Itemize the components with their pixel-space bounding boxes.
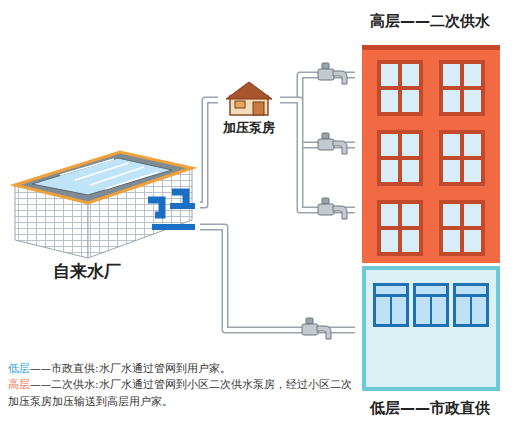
window xyxy=(373,283,409,327)
window xyxy=(377,200,423,256)
water-plant xyxy=(15,152,195,258)
window xyxy=(439,200,485,256)
note-text: ——市政直供:水厂水通过管网到用户家。 xyxy=(30,362,231,374)
building-lower xyxy=(364,268,498,389)
low-building-node: 低层——市政直供 xyxy=(355,265,505,422)
high-building-node: 高层——二次供水 xyxy=(355,6,505,263)
pipe-core xyxy=(280,100,355,210)
node-label: 低层——市政直供 xyxy=(370,399,490,418)
high-building xyxy=(362,45,500,263)
plant-water-tank xyxy=(32,158,172,195)
plant-outlet-pipe xyxy=(152,224,195,230)
node-label: 高层——二次供水 xyxy=(370,12,490,31)
pipe-outline xyxy=(200,227,355,330)
plant-grate xyxy=(60,159,158,189)
node-label: 自来水厂 xyxy=(53,260,121,283)
building-roof xyxy=(362,45,500,50)
window xyxy=(377,60,423,116)
faucet xyxy=(318,63,347,84)
water-pipe xyxy=(200,227,355,330)
notes: 低层——市政直供:水厂水通过管网到用户家。高层——二次供水:水厂水通过管网到小区… xyxy=(8,360,353,409)
note-line: 高层——二次供水:水厂水通过管网到小区二次供水泵房，经过小区二次加压泵房加压输送… xyxy=(8,376,353,409)
water-pipe xyxy=(280,100,355,210)
plant-node: 自来水厂 xyxy=(15,145,200,287)
low-building xyxy=(364,268,498,389)
pump-house-icon xyxy=(226,82,272,115)
building-upper xyxy=(362,45,500,263)
water-pipe xyxy=(200,100,218,205)
house-door xyxy=(253,102,264,115)
pipe-outline xyxy=(280,100,355,210)
window xyxy=(439,60,485,116)
plant-roof xyxy=(15,152,192,203)
plant-outlet-pipe xyxy=(170,203,195,209)
faucet xyxy=(302,318,331,339)
node-label: 加压泵房 xyxy=(223,119,275,137)
pump-room-node: 加压泵房 xyxy=(218,78,280,140)
house-window xyxy=(235,101,245,108)
window xyxy=(453,283,489,327)
pipe-core xyxy=(200,100,218,205)
note-text: 低层 xyxy=(8,362,30,374)
window xyxy=(377,130,423,186)
note-text: ——二次供水:水厂水通过管网到小区二次供水泵房，经过小区二次加压泵房加压输送到高… xyxy=(8,378,352,406)
faucet xyxy=(318,198,347,219)
faucet xyxy=(318,133,347,154)
window xyxy=(439,130,485,186)
note-text: 高层 xyxy=(8,378,30,390)
note-line: 低层——市政直供:水厂水通过管网到用户家。 xyxy=(8,360,353,376)
plant-outlet-pipe xyxy=(148,200,162,215)
window xyxy=(413,283,449,327)
pipe-core xyxy=(200,227,355,330)
pipe-outline xyxy=(200,100,218,205)
house-roof xyxy=(226,82,272,99)
